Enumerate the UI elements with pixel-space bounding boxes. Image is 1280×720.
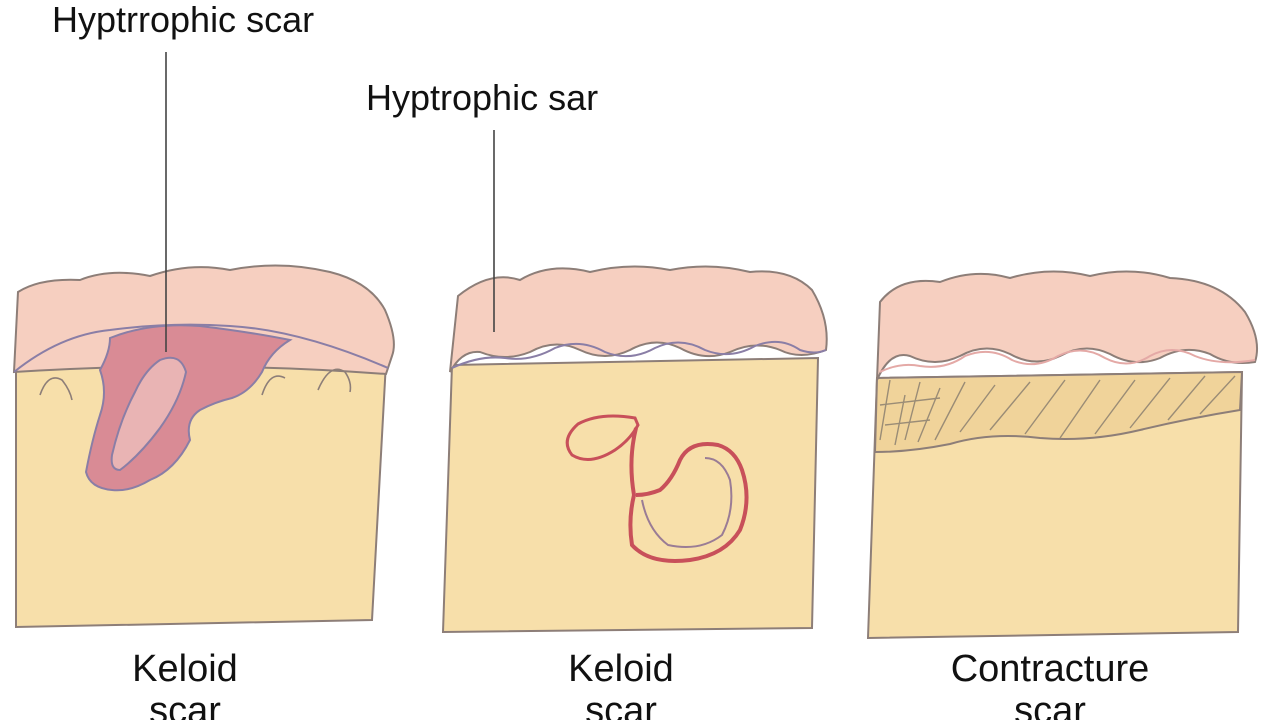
contracture-band bbox=[873, 370, 1244, 454]
skin-surface-middle bbox=[449, 265, 828, 373]
caption-third: Contracture scar bbox=[950, 648, 1150, 720]
hypertrophic-scar-core bbox=[110, 356, 188, 472]
skin-body-middle bbox=[441, 356, 820, 634]
epidermis-band-middle bbox=[451, 340, 827, 369]
callout-label-left: Hyptrrophic scar bbox=[52, 0, 315, 40]
skin-block-right bbox=[866, 270, 1258, 640]
caption-first: Keloid scar bbox=[132, 648, 238, 720]
keloid-scar-loop bbox=[565, 414, 640, 461]
caption-second: Keloid scar bbox=[568, 648, 674, 720]
contracture-lines bbox=[879, 375, 1236, 446]
epidermis-band-right bbox=[879, 349, 1256, 373]
skin-folds-left bbox=[39, 368, 352, 401]
skin-block-left bbox=[12, 52, 395, 629]
skin-surface-right bbox=[876, 270, 1258, 381]
callout-label-middle: Hyptrophic sar bbox=[366, 77, 599, 118]
keloid-scar-inner bbox=[641, 457, 733, 548]
skin-block-middle bbox=[441, 130, 828, 634]
